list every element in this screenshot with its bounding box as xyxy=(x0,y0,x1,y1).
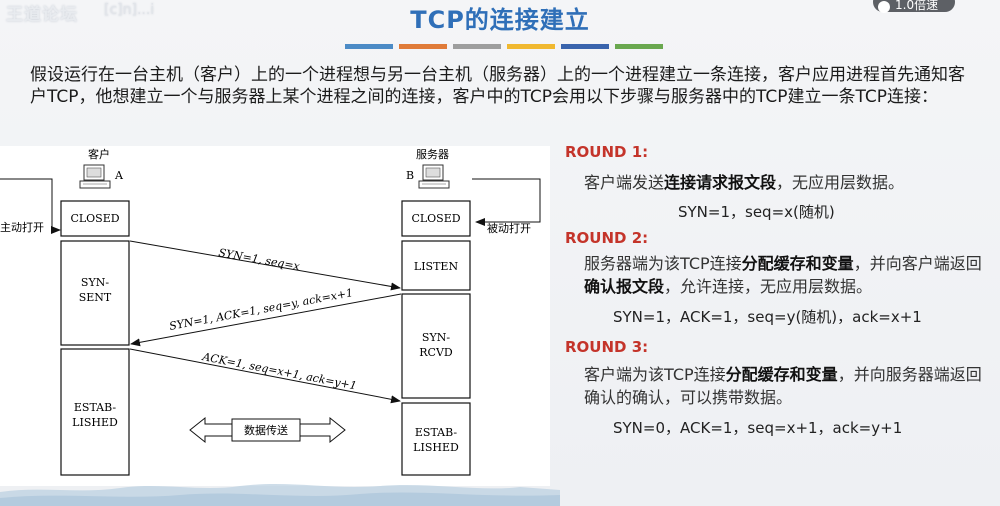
color-bar xyxy=(507,44,555,49)
client-state-closed xyxy=(60,200,130,237)
client-computer-icon xyxy=(79,164,111,189)
client-state-established xyxy=(60,348,130,476)
color-bar xyxy=(453,44,501,49)
intro-paragraph: 假设运行在一台主机（客户）上的一个进程想与另一台主机（服务器）上的一个进程建立一… xyxy=(30,65,965,107)
round-1-text: ，无应用层数据。 xyxy=(776,173,905,192)
server-state-label: CLOSED xyxy=(411,212,460,225)
data-transfer-box xyxy=(231,418,301,442)
tcp-handshake-diagram: 客户 A 服务器 B 主动打开 被动打开 CLOSED SYN- SENT ES… xyxy=(0,146,550,486)
client-label: 客户 xyxy=(88,147,110,161)
decorative-hill-background xyxy=(0,484,560,506)
server-state-listen xyxy=(401,240,471,291)
passive-open-label: 被动打开 xyxy=(487,221,531,235)
syn-ack-arrow xyxy=(130,293,402,347)
forum-logo: 王道论坛 xyxy=(6,5,78,25)
round-3-text: ，并向服务器端返回确认的确认，可以携带数据。 xyxy=(584,365,982,407)
server-state-label: LISHED xyxy=(413,441,459,454)
server-state-syn-rcvd xyxy=(401,293,471,399)
round-2-text: 分配缓存和变量 xyxy=(741,254,854,273)
server-state-established xyxy=(401,402,471,476)
round-3-heading: ROUND 3: xyxy=(565,338,649,356)
speed-icon xyxy=(878,1,890,13)
client-state-label: SYN- xyxy=(81,276,109,289)
forum-logo-subtext: [c]n]...i xyxy=(104,2,155,18)
server-label: 服务器 xyxy=(416,148,449,161)
round-2-description: 服务器端为该TCP连接分配缓存和变量，并向客户端返回确认报文段，允许连接，无应用… xyxy=(584,252,985,298)
syn-ack-message-label: SYN=1, ACK=1, seq=y, ack=x+1 xyxy=(168,286,354,333)
color-bar xyxy=(345,44,393,49)
server-state-label: RCVD xyxy=(419,346,453,359)
playback-speed-button[interactable]: 1.0倍速 xyxy=(873,0,955,13)
round-2-text: 确认报文段 xyxy=(584,277,665,296)
client-letter: A xyxy=(114,169,124,182)
client-state-label: LISHED xyxy=(72,416,118,429)
server-state-label: ESTAB- xyxy=(415,426,458,439)
color-bar xyxy=(561,44,609,49)
active-open-arrow xyxy=(0,178,61,234)
ack-arrow xyxy=(129,348,401,404)
round-2-text: ，并向客户端返回 xyxy=(853,254,982,273)
server-letter: B xyxy=(406,169,414,182)
ack-message-label: ACK=1, seq=x+1, ack=y+1 xyxy=(200,350,357,393)
server-computer-icon xyxy=(418,164,450,189)
data-transfer-label: 数据传送 xyxy=(244,423,288,437)
client-state-syn-sent xyxy=(60,240,130,346)
handshake-rounds: ROUND 1: 客户端发送连接请求报文段，无应用层数据。 SYN=1，seq=… xyxy=(565,141,985,439)
title-color-bars xyxy=(345,44,663,49)
server-state-label: SYN- xyxy=(422,331,450,344)
round-2-text: ，允许连接，无应用层数据。 xyxy=(664,277,873,296)
client-state-label: SENT xyxy=(79,291,112,304)
server-state-label: LISTEN xyxy=(414,260,459,273)
speed-label: 1.0倍速 xyxy=(895,0,939,12)
color-bar xyxy=(615,44,663,49)
round-2-text: 服务器端为该TCP连接 xyxy=(584,254,742,273)
color-bar xyxy=(399,44,447,49)
syn-arrow xyxy=(129,240,401,291)
round-1-params: SYN=1，seq=x(随机) xyxy=(678,203,835,221)
round-3-params: SYN=0，ACK=1，seq=x+1，ack=y+1 xyxy=(613,419,903,437)
round-3-text: 客户端为该TCP连接 xyxy=(584,365,726,384)
round-2-heading: ROUND 2: xyxy=(565,229,649,247)
round-2-params: SYN=1，ACK=1，seq=y(随机)，ack=x+1 xyxy=(613,308,922,326)
server-state-closed xyxy=(401,200,471,237)
round-3-description: 客户端为该TCP连接分配缓存和变量，并向服务器端返回确认的确认，可以携带数据。 xyxy=(584,363,985,409)
client-state-label: ESTAB- xyxy=(74,401,117,414)
round-1-text: 客户端发送 xyxy=(584,173,665,192)
syn-message-label: SYN=1, seq=x xyxy=(217,246,301,273)
page-title: TCP的连接建立 xyxy=(410,6,590,34)
passive-open-arrow xyxy=(472,178,541,226)
round-1-heading: ROUND 1: xyxy=(565,143,649,161)
round-1-description: 客户端发送连接请求报文段，无应用层数据。 xyxy=(584,171,985,194)
round-3-text: 分配缓存和变量 xyxy=(725,365,838,384)
round-1-text: 连接请求报文段 xyxy=(664,173,777,192)
active-open-label: 主动打开 xyxy=(0,220,44,234)
client-state-label: CLOSED xyxy=(70,212,119,225)
